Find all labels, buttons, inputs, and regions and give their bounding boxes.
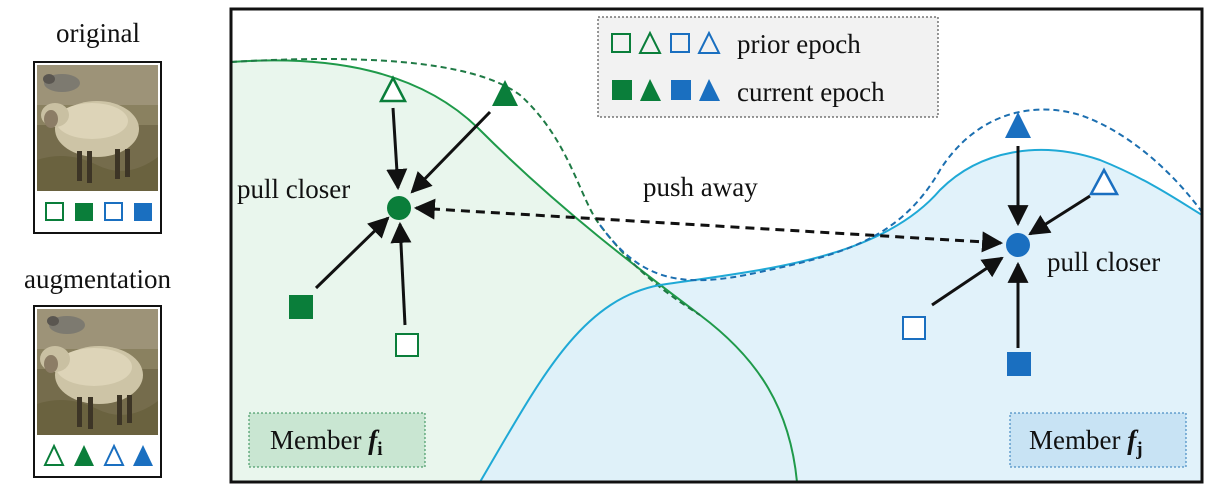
legend-prior-triangle-blue (697, 30, 721, 54)
legend-prior-triangle-green (638, 30, 662, 54)
legend: prior epoch current epoch (597, 16, 939, 118)
sheep-photo-augmented (37, 309, 158, 435)
member-j-prior-boundary (599, 108, 1202, 282)
augmentation-label: augmentation (24, 264, 171, 294)
arrow-current-square-to-green (314, 216, 390, 290)
legend-current-square-green (612, 80, 632, 100)
pull-closer-right-label: pull closer (1047, 247, 1160, 277)
member-j-tag: Member fj (1009, 412, 1187, 468)
arrow-prior-triangle-to-blue (1028, 194, 1091, 236)
prior-triangle-blue-mark (103, 443, 125, 466)
diagram-frame (229, 7, 1204, 484)
prior-square-green-mark (45, 202, 64, 221)
legend-prior-square-blue (670, 33, 690, 53)
arrow-current-triangle-to-green (410, 110, 492, 194)
blue-prior-triangle (1088, 167, 1120, 196)
legend-current-triangle-green (640, 79, 661, 101)
legend-current-triangle-blue (699, 79, 720, 101)
current-triangle-blue-mark (133, 445, 153, 466)
prior-square-blue-mark (104, 202, 123, 221)
member-i-sub: i (377, 439, 382, 460)
member-i-prefix: Member (270, 425, 368, 455)
sheep-photo-original (37, 65, 158, 191)
green-prior-square (395, 333, 419, 357)
member-j-prefix: Member (1029, 425, 1127, 455)
legend-prior-label: prior epoch (737, 29, 861, 59)
green-anchor (387, 196, 411, 220)
member-j-region (480, 150, 1202, 482)
push-away-arrow (413, 198, 1004, 253)
original-label: original (56, 18, 140, 48)
legend-prior-square-green (611, 33, 631, 53)
legend-current-square-blue (671, 80, 691, 100)
current-square-green-mark (75, 203, 93, 221)
augmentation-thumbnail (33, 305, 162, 478)
green-current-triangle (492, 80, 518, 106)
blue-current-triangle (1005, 112, 1031, 138)
svg-text:Member fj: Member fj (1029, 425, 1143, 460)
blue-prior-square (902, 316, 926, 340)
arrow-prior-square-to-green (390, 221, 412, 326)
push-away-label: push away (643, 172, 758, 202)
original-thumbnail (33, 61, 162, 234)
current-triangle-green-mark (74, 445, 94, 466)
member-i-tag: Member fi (248, 412, 426, 468)
arrow-prior-triangle-to-green (386, 107, 408, 191)
green-prior-triangle (378, 75, 408, 103)
prior-triangle-green-mark (43, 443, 65, 466)
blue-anchor (1006, 233, 1030, 257)
augmentation-marks (35, 435, 160, 475)
green-current-square (289, 295, 313, 319)
member-i-prior-boundary (231, 57, 701, 316)
arrow-prior-square-to-blue (931, 256, 1004, 307)
member-j-sub: j (1135, 439, 1142, 460)
svg-text:Member fi: Member fi (270, 425, 383, 460)
blue-current-square (1007, 352, 1031, 376)
original-marks (35, 191, 160, 231)
current-square-blue-mark (134, 203, 152, 221)
pull-closer-left-label: pull closer (237, 174, 350, 204)
legend-current-label: current epoch (737, 77, 885, 107)
